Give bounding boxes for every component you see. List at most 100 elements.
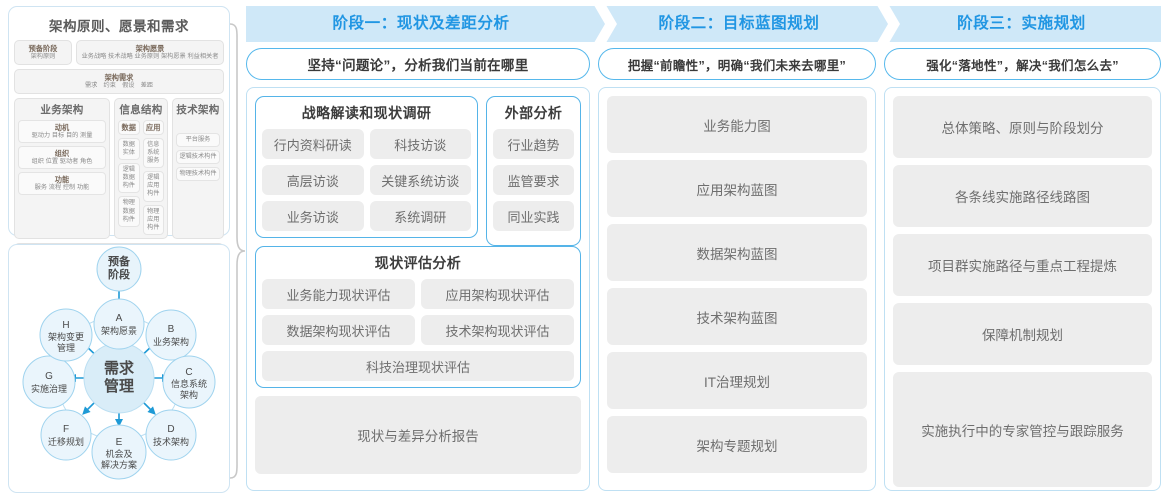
external-chip[interactable]: 监管要求: [493, 165, 574, 195]
item-head: 组织: [54, 149, 70, 159]
togaf-adm-cycle-panel: 需求 管理 预备 阶段 A 架构愿景 B 业务架构 C 信息系统 架构: [8, 244, 230, 493]
item-sub: 物理数据构件: [122, 199, 135, 223]
adm-node-g-key: G: [45, 371, 53, 382]
stage-1-column: 坚持“问题论”，分析我们当前在哪里 战略解读和现状调研 行内资料研读 科技访谈 …: [246, 48, 590, 491]
adm-node-f-key: F: [63, 424, 69, 435]
adm-node-g[interactable]: [22, 355, 76, 409]
domain-technology-title: 技术架构: [176, 104, 220, 117]
adm-node-h[interactable]: [39, 308, 93, 362]
adm-cycle-svg: 需求 管理 预备 阶段 A 架构愿景 B 业务架构 C 信息系统 架构: [22, 246, 216, 480]
external-group: 外部分析 行业趋势 监管要求 同业实践: [486, 96, 581, 246]
adm-node-e[interactable]: [91, 424, 147, 480]
assessment-chip[interactable]: 应用架构现状评估: [421, 279, 574, 309]
adm-node-b[interactable]: [145, 309, 197, 361]
adm-node-e-label-2: 解决方案: [101, 459, 137, 470]
adm-node-e-key: E: [116, 437, 123, 448]
tech-item: 逻辑技术构件: [176, 150, 220, 165]
research-chip[interactable]: 业务访谈: [262, 201, 364, 231]
research-chip[interactable]: 关键系统访谈: [369, 165, 471, 195]
stage-2-item[interactable]: 技术架构蓝图: [607, 288, 867, 345]
domain-business-item: 组织 组织 位置 驱动者 角色: [18, 146, 106, 170]
framework-requirement-block: 架构需求 需求 约束 假设 差距: [14, 69, 224, 95]
app-item: 逻辑应用构件: [142, 171, 164, 202]
stage-3-item[interactable]: 总体策略、原则与阶段划分: [893, 96, 1152, 158]
stage-1-subtitle: 坚持“问题论”，分析我们当前在哪里: [246, 48, 590, 80]
framework-prep-head: 预备阶段: [28, 44, 58, 53]
adm-node-d-key: D: [167, 424, 174, 435]
stage-1-report-chip[interactable]: 现状与差异分析报告: [255, 396, 581, 474]
app-item: 物理应用构件: [142, 204, 164, 235]
data-item: 数据实体: [118, 138, 140, 161]
item-sub: 信息系统服务: [147, 141, 160, 165]
adm-node-e-label-1: 机会及: [105, 448, 132, 459]
tech-item: 平台服务: [176, 133, 220, 148]
band-label-stage1: 阶段一：现状及差距分析: [332, 15, 510, 32]
adm-node-prep[interactable]: [96, 246, 142, 292]
item-head: 数据: [121, 123, 136, 133]
adm-node-a-label: 架构愿景: [101, 325, 137, 336]
adm-node-g-label: 实施治理: [31, 383, 67, 394]
adm-node-f[interactable]: [40, 409, 92, 461]
research-chip[interactable]: 行内资料研读: [262, 129, 364, 159]
item-head: 功能: [54, 175, 70, 185]
assessment-chip-full[interactable]: 科技治理现状评估: [262, 351, 574, 381]
research-chip[interactable]: 科技访谈: [369, 129, 471, 159]
framework-prep-block: 预备阶段 架构原则: [14, 40, 72, 66]
stage-3-item[interactable]: 实施执行中的专家管控与跟踪服务: [893, 372, 1152, 487]
adm-center-line2: 管理: [104, 377, 134, 395]
item-sub: 平台服务: [185, 136, 211, 144]
assessment-chip[interactable]: 业务能力现状评估: [262, 279, 415, 309]
framework-vision-sub: 业务战略 技术战略 业务原则 架构愿景 利益相关者: [81, 53, 219, 60]
domain-information-title: 信息结构: [119, 104, 163, 117]
assessment-group: 现状评估分析 业务能力现状评估 应用架构现状评估 数据架构现状评估 技术架构现状…: [255, 246, 581, 388]
research-title: 战略解读和现状调研: [301, 105, 432, 121]
stage-3-item[interactable]: 项目群实施路径与重点工程提炼: [893, 234, 1152, 296]
adm-node-d-label: 技术架构: [153, 436, 189, 447]
stage-2-item[interactable]: 业务能力图: [607, 96, 867, 153]
external-chip[interactable]: 同业实践: [493, 201, 574, 231]
item-sub: 物理应用构件: [147, 207, 160, 231]
assessment-title: 现状评估分析: [374, 255, 462, 271]
stage-2-item[interactable]: 应用架构蓝图: [607, 160, 867, 217]
adm-node-f-label: 迁移规划: [48, 436, 84, 447]
adm-node-d[interactable]: [145, 409, 197, 461]
stage-2-item[interactable]: 架构专题规划: [607, 416, 867, 473]
assessment-chip[interactable]: 数据架构现状评估: [262, 315, 415, 345]
domain-information-app-column: 应用 信息系统服务 逻辑应用构件 物理应用构件: [142, 120, 164, 235]
item-sub: 物理技术构件: [179, 170, 217, 178]
stage-2-item[interactable]: 数据架构蓝图: [607, 224, 867, 281]
adm-prep-line1: 预备: [108, 254, 131, 268]
stage-2-column: 把握“前瞻性”，明确“我们未来去哪里” 业务能力图 应用架构蓝图 数据架构蓝图 …: [598, 48, 876, 491]
research-chip[interactable]: 高层访谈: [262, 165, 364, 195]
togaf-content-framework-panel: 架构原则、愿景和需求 预备阶段 架构原则 架构愿景 业务战略 技术战略 业务原则…: [8, 6, 230, 283]
band-label-stage3: 阶段三：实施规划: [957, 15, 1086, 32]
stage-1-research-wrap: 战略解读和现状调研 行内资料研读 科技访谈 高层访谈 关键系统访谈 业务访谈 系…: [255, 96, 478, 246]
research-chip[interactable]: 系统调研: [369, 201, 471, 231]
adm-center-line1: 需求: [104, 359, 135, 377]
stage-3-body: 总体策略、原则与阶段划分 各条线实施路径线路图 项目群实施路径与重点工程提炼 保…: [884, 87, 1161, 491]
data-item: 物理数据构件: [118, 196, 140, 227]
item-sub: 逻辑技术构件: [179, 153, 217, 161]
assessment-chip-grid: 业务能力现状评估 应用架构现状评估 数据架构现状评估 技术架构现状评估: [262, 279, 574, 345]
stage-3-item[interactable]: 各条线实施路径线路图: [893, 165, 1152, 227]
item-sub: 逻辑数据构件: [122, 166, 135, 190]
stage-header-band: 阶段一：现状及差距分析 阶段二：目标蓝图规划 阶段三：实施规划: [246, 6, 1161, 42]
domain-business-item: 动机 驱动力 目标 目的 测量: [18, 120, 106, 144]
domain-information-columns: 数据 数据实体 逻辑数据构件 物理数据构件: [118, 120, 164, 235]
tech-item: 物理技术构件: [176, 167, 220, 182]
adm-node-h-label-1: 架构变更: [48, 331, 84, 342]
framework-requirement-head: 架构需求: [104, 73, 134, 83]
assessment-chip[interactable]: 技术架构现状评估: [421, 315, 574, 345]
stage-1-external-wrap: 外部分析 行业趋势 监管要求 同业实践: [486, 96, 581, 246]
domain-business-title: 业务架构: [40, 104, 84, 117]
research-group: 战略解读和现状调研 行内资料研读 科技访谈 高层访谈 关键系统访谈 业务访谈 系…: [255, 96, 478, 238]
adm-node-c[interactable]: [162, 355, 216, 409]
external-chip[interactable]: 行业趋势: [493, 129, 574, 159]
adm-node-a[interactable]: [93, 298, 145, 350]
framework-title: 架构原则、愿景和需求: [49, 19, 189, 34]
stage-3-item[interactable]: 保障机制规划: [893, 303, 1152, 365]
connector-brace: [229, 23, 246, 479]
stage-2-item[interactable]: IT治理规划: [607, 352, 867, 409]
item-sub: 服务 流程 控制 功能: [34, 184, 90, 192]
framework-prep-sub: 架构原则: [30, 53, 56, 60]
